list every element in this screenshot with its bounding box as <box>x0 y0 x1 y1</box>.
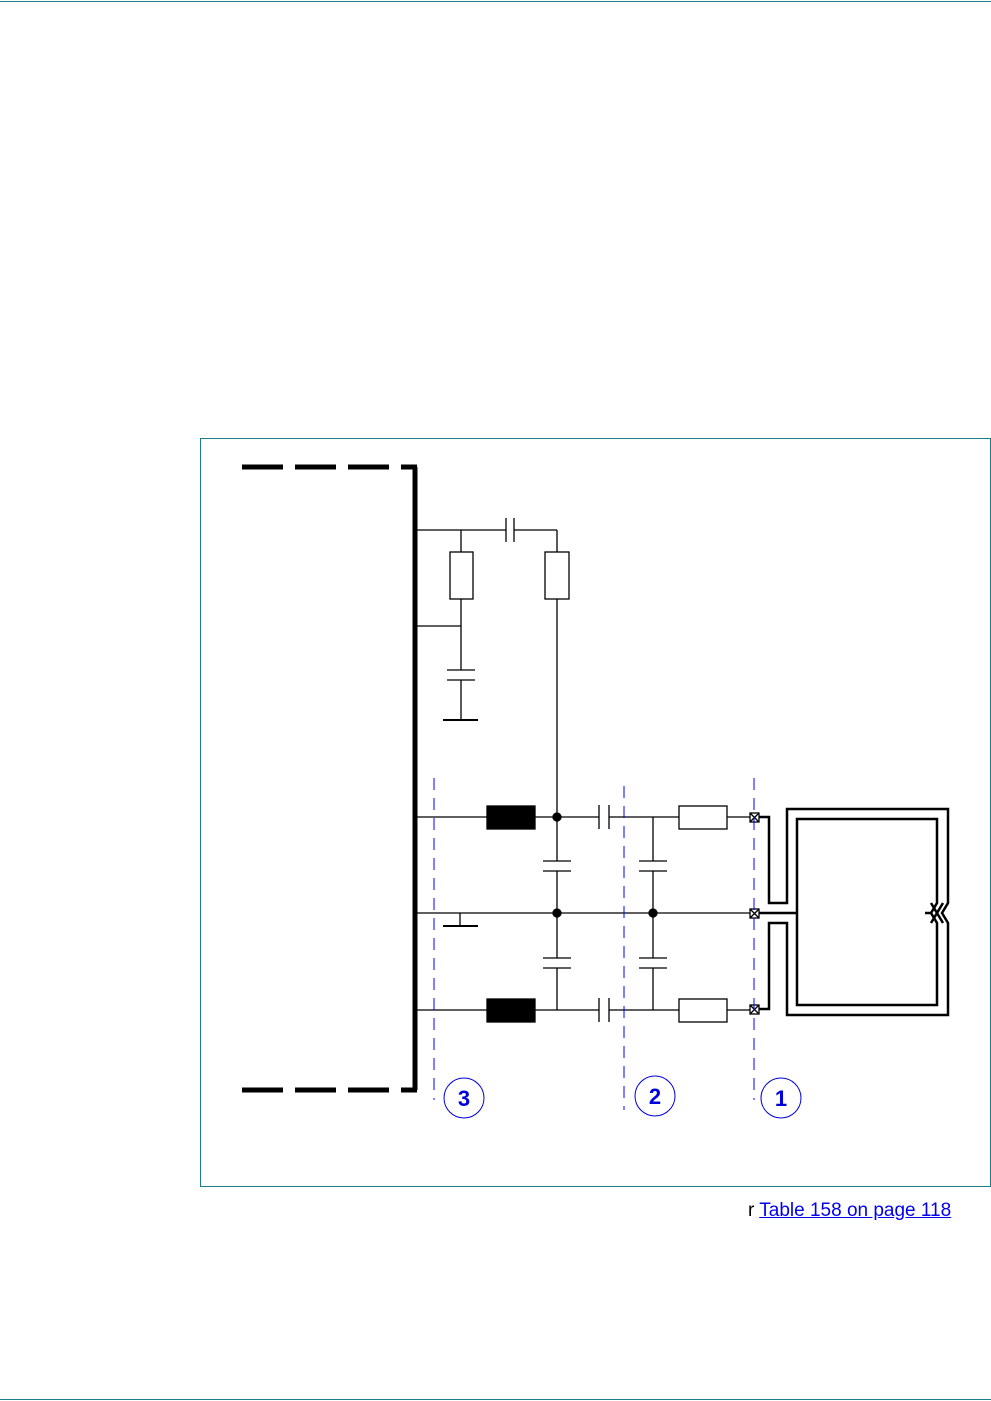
callout-3-label: 3 <box>458 1086 470 1111</box>
antenna-lines <box>415 805 760 1023</box>
callout-2: 2 <box>634 1075 676 1117</box>
callout-2-label: 2 <box>649 1084 661 1109</box>
callout-3: 3 <box>443 1077 485 1119</box>
top-rule <box>0 1 991 2</box>
matching-network-top <box>415 518 570 817</box>
bottom-rule <box>0 1399 991 1400</box>
reference-prefix: r <box>748 1200 755 1221</box>
callout-1-label: 1 <box>775 1086 787 1111</box>
ic-bus <box>242 464 418 1093</box>
boundary-guides <box>433 778 755 1110</box>
figure-frame <box>200 438 991 1187</box>
table-reference-link[interactable]: Table 158 on page 118 <box>759 1200 952 1221</box>
callout-1: 1 <box>760 1077 802 1119</box>
table-reference: r Table 158 on page 118 <box>748 1200 951 1222</box>
antenna-coil <box>759 807 950 1017</box>
